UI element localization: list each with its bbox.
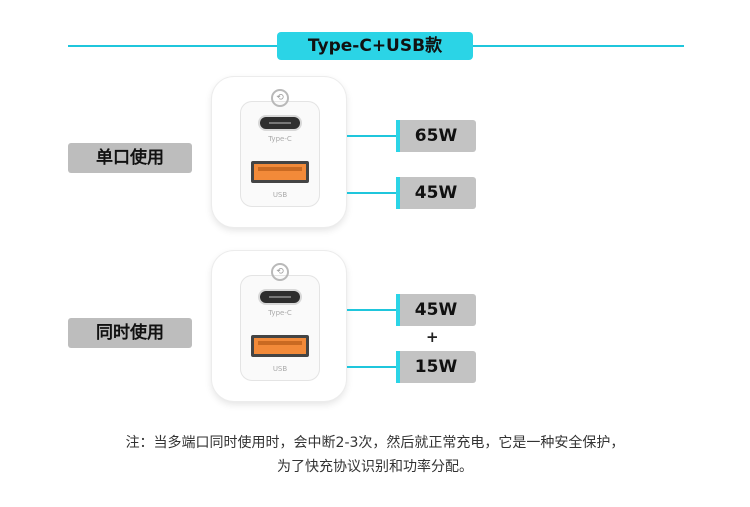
note-line-1: 注：当多端口同时使用时，会中断2-3次，然后就正常充电，它是一种安全保护， bbox=[125, 435, 625, 451]
type-c-port-label: Type-C bbox=[268, 309, 292, 317]
output-pill: 45W bbox=[396, 177, 476, 209]
output-pill: 15W bbox=[396, 351, 476, 383]
mode-label-single: 单口使用 bbox=[68, 143, 192, 173]
brand-logo-icon: ⟲ bbox=[271, 263, 289, 281]
port-plate: ⟲ Type-C USB bbox=[240, 89, 320, 207]
connector-line bbox=[347, 366, 397, 368]
output-pill: 45W bbox=[396, 294, 476, 326]
usb-a-port bbox=[251, 335, 309, 357]
mode-label-simultaneous: 同时使用 bbox=[68, 318, 192, 348]
connector-line bbox=[347, 135, 397, 137]
type-c-port bbox=[260, 117, 300, 129]
note-line-2: 为了快充协议识别和功率分配。 bbox=[277, 459, 473, 475]
type-c-port bbox=[260, 291, 300, 303]
output-pill: 65W bbox=[396, 120, 476, 152]
title-line-left bbox=[68, 45, 280, 47]
type-c-port-label: Type-C bbox=[268, 135, 292, 143]
brand-logo-icon: ⟲ bbox=[271, 89, 289, 107]
usb-a-port bbox=[251, 161, 309, 183]
usb-port-label: USB bbox=[272, 191, 288, 199]
connector-line bbox=[347, 309, 397, 311]
title-line-right bbox=[470, 45, 684, 47]
charger-simultaneous: ⟲ Type-C USB bbox=[212, 251, 346, 401]
plus-sign: + bbox=[426, 328, 439, 346]
title-badge: Type-C+USB款 bbox=[277, 32, 473, 60]
charger-single: ⟲ Type-C USB bbox=[212, 77, 346, 227]
connector-line bbox=[347, 192, 397, 194]
usb-port-label: USB bbox=[272, 365, 288, 373]
port-plate: ⟲ Type-C USB bbox=[240, 263, 320, 381]
